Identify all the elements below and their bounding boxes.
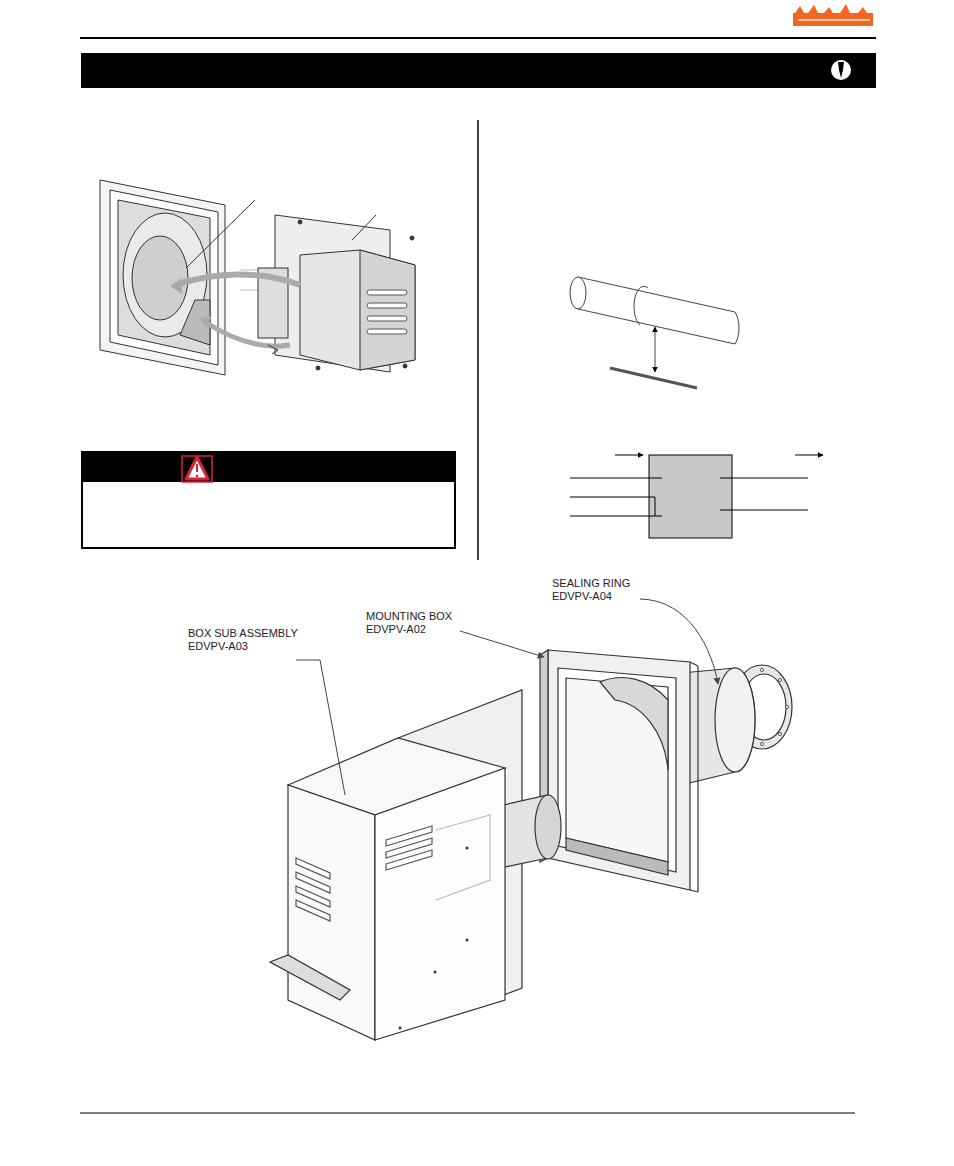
box-sub-assembly-part [288, 785, 375, 1040]
mounting-box-part [548, 650, 690, 890]
vent-exploded-small-part [360, 250, 415, 370]
vent-exploded-small-part [200, 316, 212, 328]
mounting-box-part [715, 668, 755, 772]
warning-box-part [82, 452, 455, 482]
box-sub-assembly-part-part [466, 847, 469, 850]
flow-schematic-part [615, 455, 643, 456]
vent-exploded-small-part-part [367, 329, 407, 334]
leader-line [296, 599, 718, 795]
mounting-box-part [697, 666, 698, 892]
sealing-ring-part-part [778, 678, 781, 681]
warning-box-part [196, 464, 198, 472]
box-sub-assembly-part [375, 768, 505, 1040]
vent-exploded-small-part [410, 236, 414, 240]
sealing-ring-part-part [760, 742, 763, 745]
part-name: BOX SUB ASSEMBLY [188, 627, 298, 640]
vent-exploded-small-part [403, 364, 407, 368]
vent-exploded-small-part [352, 215, 376, 240]
sealing-ring-part-part [785, 705, 788, 708]
mounting-box-part [566, 838, 668, 875]
box-sub-assembly-part-part [296, 900, 330, 921]
vent-exploded-small-part [268, 345, 278, 354]
flow-schematic [570, 455, 823, 538]
box-sub-assembly-part-part [386, 850, 432, 870]
part-number: EDVPV-A02 [366, 623, 426, 636]
mounting-box-part [690, 890, 698, 892]
vent-exploded-small-part [205, 322, 290, 346]
pipe-figure-part [610, 368, 697, 388]
brand-logo [793, 4, 873, 26]
flow-schematic-part [720, 510, 808, 511]
leader-line-part [640, 599, 718, 684]
pipe-figure-part [655, 327, 656, 372]
vent-exploded-small-part [186, 200, 255, 268]
box-sub-assembly-part [399, 847, 469, 1030]
sealing-ring-part-part [778, 732, 781, 735]
part-number: EDVPV-A03 [188, 640, 248, 653]
pipe-figure [570, 277, 739, 388]
box-sub-assembly-part [296, 826, 432, 921]
leader-line-part [460, 631, 544, 657]
vent-exploded-small-part [300, 250, 415, 370]
brand-logo-part [793, 13, 873, 26]
vent-exploded-small-part-part [367, 316, 407, 321]
warning-box-part [196, 475, 199, 478]
vent-exploded-small-part [170, 278, 182, 294]
part-name: MOUNTING BOX [366, 610, 452, 623]
flow-schematic-part [720, 478, 808, 479]
header-rule [80, 37, 876, 39]
vent-exploded-small-part [175, 274, 300, 285]
vent-exploded-small [100, 180, 415, 375]
flow-schematic-part [795, 455, 823, 456]
vent-exploded-small-part [132, 236, 188, 320]
vent-exploded-small-part [298, 220, 302, 224]
pipe-figure-part [570, 277, 586, 309]
vent-exploded-small-part-part [367, 303, 407, 308]
box-sub-assembly-part-part [434, 971, 437, 974]
mounting-box [540, 650, 755, 892]
footer-rule [80, 1113, 855, 1114]
box-sub-assembly-part [535, 795, 561, 859]
box-sub-assembly-part [270, 955, 350, 1000]
mounting-box-part [600, 678, 668, 770]
warning-box-part [186, 457, 208, 479]
warning-box-part [82, 452, 455, 548]
part-number: EDVPV-A04 [552, 590, 612, 603]
mounting-box-part [566, 678, 668, 862]
vent-exploded-small-part-part [367, 290, 407, 295]
leader-line-part [296, 660, 345, 795]
pipe-figure-part [634, 286, 648, 325]
brand-logo-part [798, 19, 870, 21]
box-sub-assembly-part-part [466, 939, 469, 942]
flow-schematic-part [570, 478, 662, 479]
vent-exploded-small-part [367, 290, 407, 334]
title-bar [81, 53, 876, 88]
box-sub-assembly-part-part [399, 1027, 402, 1030]
mounting-box-part [690, 662, 698, 666]
brand-logo-part [795, 4, 867, 13]
title-bar-part [831, 60, 851, 80]
title-bar-part [838, 62, 844, 78]
flow-schematic-part [570, 516, 662, 517]
warning-box-part [182, 456, 212, 482]
vent-exploded-small-part [316, 366, 320, 370]
pipe-figure-part [578, 277, 739, 344]
flow-schematic-part [649, 455, 732, 538]
box-sub-assembly-part [436, 815, 490, 900]
flow-schematic-part [570, 497, 655, 498]
box-sub-assembly [270, 690, 561, 1040]
part-name: SEALING RING [552, 577, 630, 590]
column-divider [477, 120, 479, 560]
title-bar-part [81, 53, 876, 88]
warning-box [82, 452, 455, 548]
sealing-ring-part-part [760, 668, 763, 671]
flow-schematic-part [655, 497, 656, 516]
